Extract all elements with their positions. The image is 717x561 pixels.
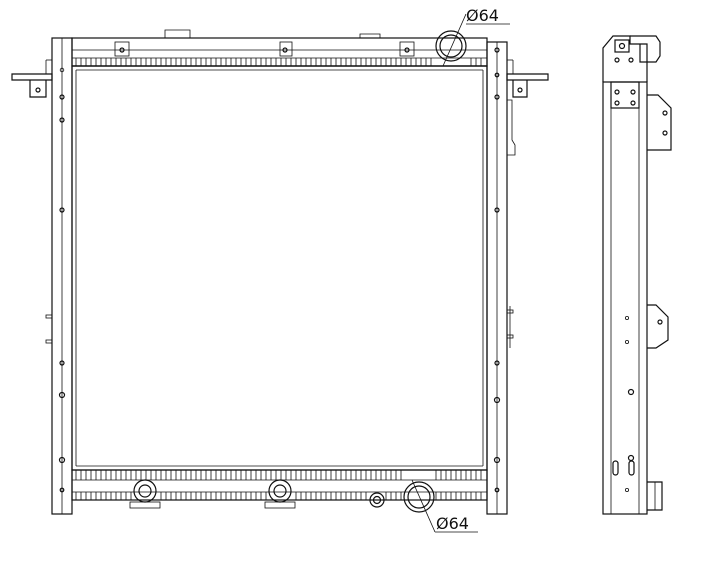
bottom-outlet-pipe: Ø64 (403, 479, 478, 533)
side-filler-neck (602, 35, 661, 82)
side-upper-bracket (610, 81, 672, 151)
radiator-core (71, 65, 488, 471)
bottom-outlet-diameter-label: Ø64 (436, 514, 469, 533)
side-lower-details (612, 388, 663, 511)
top-outlet-pipe: Ø64 (435, 6, 510, 67)
front-view: Ø64 Ø6 (11, 6, 549, 533)
left-side-rail (45, 37, 73, 515)
top-outlet-diameter-label: Ø64 (466, 6, 499, 25)
side-middle-bracket (625, 304, 669, 349)
bottom-tank-fins (75, 470, 482, 500)
right-side-rail (486, 41, 514, 515)
right-mounting-bracket (506, 59, 549, 156)
side-view (602, 35, 672, 515)
top-tank-fins (75, 58, 482, 66)
left-mounting-bracket (11, 59, 53, 98)
bottom-header-tank (71, 469, 488, 509)
top-header-tank (71, 29, 488, 67)
